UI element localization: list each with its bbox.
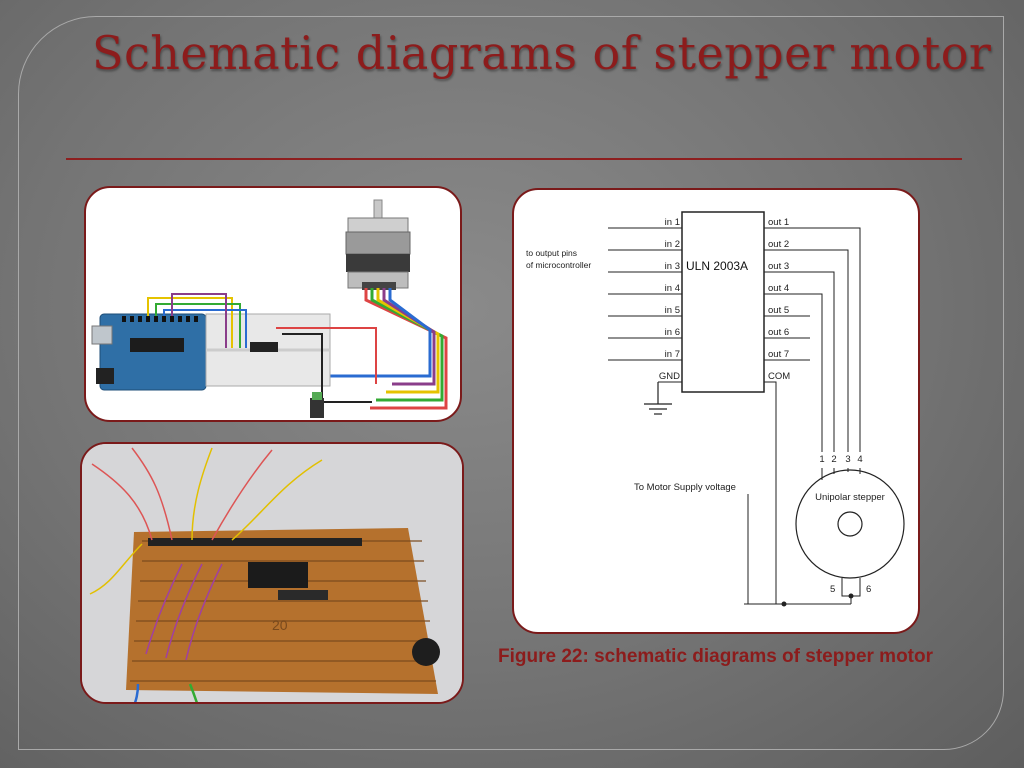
coil-pin-4: 4 [857, 454, 862, 465]
jumper-wires [147, 293, 377, 403]
unipolar-stepper-motor-icon [795, 468, 905, 579]
arduino-board-icon [91, 313, 207, 391]
junction-dot [781, 601, 787, 607]
pin-label-out4: out 4 [768, 283, 789, 294]
wiring-diagram-panel [84, 186, 462, 422]
stepper-motor-icon [345, 199, 411, 290]
pin-label-out5: out 5 [768, 305, 789, 316]
pin-label-in1: in 1 [665, 217, 680, 228]
pin-label-in2: in 2 [665, 239, 680, 250]
coil-pin-2: 2 [831, 454, 836, 465]
figure-caption: Figure 22: schematic diagrams of stepper… [498, 646, 934, 667]
coil-pin-3: 3 [845, 454, 850, 465]
common-pin-5: 5 [830, 584, 835, 595]
coil-pin-1: 1 [819, 454, 824, 465]
pin-label-gnd: GND [659, 371, 680, 382]
slide-frame [18, 16, 1004, 750]
pin-label-in4: in 4 [665, 283, 680, 294]
title-underline [66, 158, 962, 160]
ic-chip [681, 211, 765, 393]
schematic-panel: ULN 2003A in 1 in 2 in 3 in 4 in 5 in 6 … [512, 188, 920, 634]
pin-label-out1: out 1 [768, 217, 789, 228]
pin-label-in7: in 7 [665, 349, 680, 360]
perfboard-icon: 20 [126, 528, 440, 694]
input-note-line2: of microcontroller [526, 260, 591, 270]
junction-dot [848, 593, 854, 599]
supply-label: To Motor Supply voltage [634, 482, 736, 493]
wiring-illustration [91, 199, 448, 418]
pin-label-out2: out 2 [768, 239, 789, 250]
pin-label-in5: in 5 [665, 305, 680, 316]
uln2003-schematic: ULN 2003A in 1 in 2 in 3 in 4 in 5 in 6 … [526, 211, 905, 607]
pin-label-in3: in 3 [665, 261, 680, 272]
pin-label-out3: out 3 [768, 261, 789, 272]
pin-label-out7: out 7 [768, 349, 789, 360]
pin-label-out6: out 6 [768, 327, 789, 338]
circuit-photo: 20 [82, 444, 462, 702]
common-tap-lines [747, 494, 861, 605]
ground-symbol-icon [644, 382, 672, 415]
board-number-label: 20 [272, 617, 288, 633]
power-jack-icon [310, 392, 324, 418]
circuit-photo-panel: 20 [80, 442, 464, 704]
photo-wires [89, 447, 323, 702]
slide-title: Schematic diagrams of stepper motor [92, 26, 992, 80]
motor-label: Unipolar stepper [815, 492, 885, 503]
common-pin-6: 6 [866, 584, 871, 595]
breadboard-icon [205, 313, 331, 387]
pin-label-in6: in 6 [665, 327, 680, 338]
pin-label-com: COM [768, 371, 790, 382]
input-pin-lines [608, 227, 682, 383]
ic-label: ULN 2003A [686, 259, 748, 273]
input-note-line1: to output pins [526, 248, 577, 258]
